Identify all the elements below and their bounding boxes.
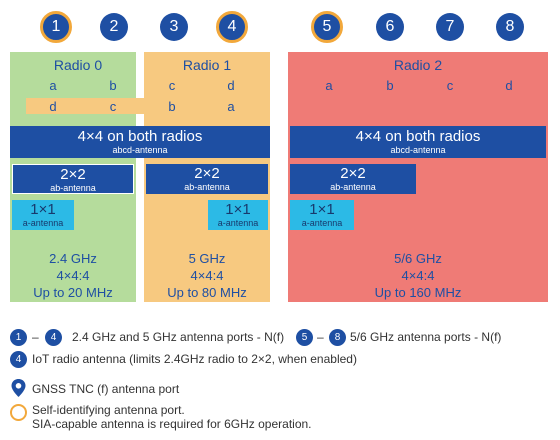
radio0-antenna-a: a (49, 78, 57, 93)
shared-4x4-bar: 4×4 on both radios abcd-antenna (10, 126, 270, 158)
shared-4x4-title: 4×4 on both radios (77, 128, 203, 145)
radio2-2x2-sub: ab-antenna (330, 182, 376, 192)
radio0-title: Radio 0 (53, 57, 103, 73)
radio1-antenna-b: b (168, 99, 176, 114)
radio1-width: Up to 80 MHz (167, 285, 247, 300)
radio0-band: 2.4 GHz (49, 251, 97, 266)
port-3: 3 (160, 13, 188, 41)
radio1-antenna-d: d (227, 78, 235, 93)
radio0-2x2-sub: ab-antenna (50, 183, 96, 193)
legend-row1-text: 2.4 GHz and 5 GHz antenna ports - N(f) (72, 330, 285, 344)
radio1-antenna-a: a (227, 99, 235, 114)
radio0-2x2-title: 2×2 (60, 166, 86, 183)
radio2-streams: 4×4:4 (401, 268, 435, 283)
legend-port-1: 1 (10, 329, 27, 346)
gnss-pin-icon (10, 378, 27, 398)
radio1-2x2-bar: 2×2 ab-antenna (146, 164, 268, 194)
radio1-2x2-sub: ab-antenna (184, 182, 230, 192)
legend-row1b-text: 5/6 GHz antenna ports - N(f) (350, 330, 502, 344)
radio0-1x1-bar: 1×1 a-antenna (12, 200, 74, 230)
legend-row4-line2: SIA-capable antenna is required for 6GHz… (32, 417, 312, 431)
radio2-1x1-bar: 1×1 a-antenna (290, 200, 354, 230)
radio2-2x2-title: 2×2 (340, 165, 366, 182)
port-2: 2 (100, 13, 128, 41)
radio2-1x1-title: 1×1 (309, 201, 335, 218)
radio1-freq-block: 5 GHz 4×4:4 Up to 80 MHz (144, 250, 270, 301)
radio1-1x1-title: 1×1 (225, 201, 251, 218)
radio2-antenna-d: d (505, 78, 513, 93)
radio0-1x1-title: 1×1 (30, 201, 56, 218)
radio1-streams: 4×4:4 (190, 268, 224, 283)
radio0-1x1-sub: a-antenna (22, 218, 64, 228)
radio0-antenna-d: d (49, 99, 57, 114)
shared-4x4-sub: abcd-antenna (112, 145, 168, 155)
radio2-1x1-sub: a-antenna (301, 218, 343, 228)
radio1-band: 5 GHz (188, 251, 226, 266)
legend-row4-text: Self-identifying antenna port. SIA-capab… (32, 403, 312, 431)
legend-dash-b: – (317, 330, 324, 344)
radio2-4x4-bar: 4×4 on both radios abcd-antenna (290, 126, 546, 158)
radio2-antenna-a: a (325, 78, 333, 93)
radio1-2x2-title: 2×2 (194, 165, 220, 182)
radio2-width: Up to 160 MHz (374, 285, 462, 300)
legend-dash-a: – (32, 330, 39, 344)
port-6: 6 (376, 13, 404, 41)
legend-port-4: 4 (45, 329, 62, 346)
radio0-antenna-b: b (109, 78, 117, 93)
radio2-4x4-sub: abcd-antenna (390, 145, 446, 155)
legend-row2-text: IoT radio antenna (limits 2.4GHz radio t… (32, 352, 357, 366)
port-7: 7 (436, 13, 464, 41)
self-identifying-ring-icon (10, 404, 27, 421)
radio1-title: Radio 1 (182, 57, 232, 73)
legend-port-8: 8 (329, 329, 346, 346)
radio1-1x1-bar: 1×1 a-antenna (208, 200, 268, 230)
radio1-antenna-c: c (168, 78, 176, 93)
radio2-title: Radio 2 (393, 57, 443, 73)
legend-row3-text: GNSS TNC (f) antenna port (32, 382, 180, 396)
legend-row4-line1: Self-identifying antenna port. (32, 403, 185, 417)
radio0-freq-block: 2.4 GHz 4×4:4 Up to 20 MHz (10, 250, 136, 301)
radio2-antenna-c: c (446, 78, 454, 93)
radio2-4x4-title: 4×4 on both radios (355, 128, 481, 145)
radio2-freq-block: 5/6 GHz 4×4:4 Up to 160 MHz (288, 250, 548, 301)
radio0-width: Up to 20 MHz (33, 285, 113, 300)
radio0-antenna-c: c (109, 99, 117, 114)
legend-iot-port: 4 (10, 351, 27, 368)
port-5: 5 (311, 11, 343, 43)
legend-port-5: 5 (296, 329, 313, 346)
radio0-streams: 4×4:4 (56, 268, 90, 283)
port-1: 1 (40, 11, 72, 43)
radio1-1x1-sub: a-antenna (217, 218, 259, 228)
port-4: 4 (216, 11, 248, 43)
radio2-band: 5/6 GHz (394, 251, 442, 266)
radio2-antenna-b: b (386, 78, 394, 93)
radio0-2x2-bar: 2×2 ab-antenna (12, 164, 134, 194)
shared-antenna-strip (26, 98, 270, 114)
radio2-2x2-bar: 2×2 ab-antenna (290, 164, 416, 194)
port-8: 8 (496, 13, 524, 41)
